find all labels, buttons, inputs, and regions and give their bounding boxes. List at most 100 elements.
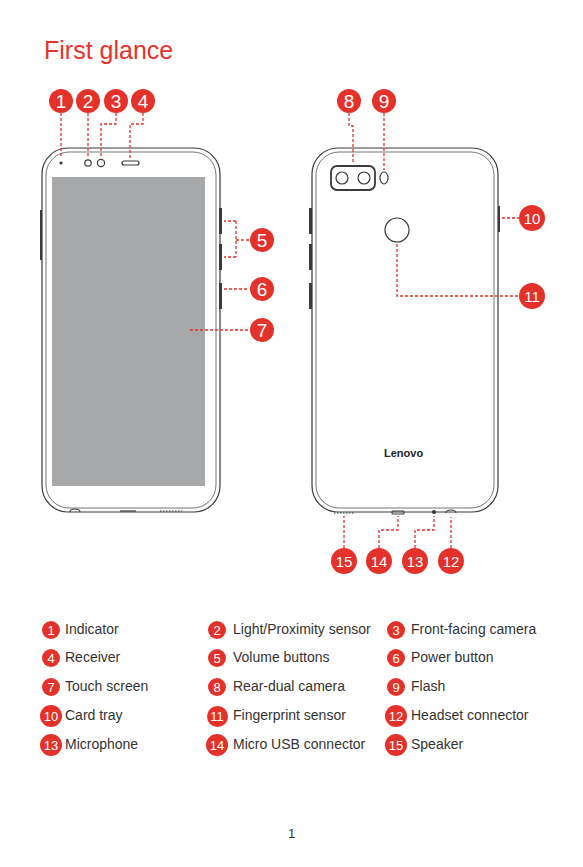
brand-logo: Lenovo <box>384 447 423 459</box>
callout-text: 9 <box>392 681 399 694</box>
callout-text: 2 <box>83 92 94 111</box>
part-name: Indicator <box>65 622 119 637</box>
callout-text: 14 <box>210 739 224 752</box>
callout-text: 15 <box>336 554 353 569</box>
callout-number: 2 <box>76 89 100 113</box>
callout-number: 6 <box>250 277 274 301</box>
callout-text: 8 <box>213 681 220 694</box>
callout-text: 1 <box>47 624 54 637</box>
leader-line <box>224 220 236 221</box>
callout-text: 5 <box>213 652 220 665</box>
callout-number: 11 <box>207 706 228 727</box>
callout-number: 13 <box>40 734 62 756</box>
callout-text: 6 <box>392 652 399 665</box>
leader-line <box>60 113 61 158</box>
part-name: Rear-dual camera <box>233 679 345 694</box>
callout-number: 8 <box>337 89 361 113</box>
callout-text: 13 <box>407 554 424 569</box>
callout-number: 3 <box>104 89 128 113</box>
callout-text: 11 <box>524 289 540 304</box>
callout-number: 4 <box>42 649 60 667</box>
callout-number: 14 <box>206 734 228 756</box>
part-name: Power button <box>411 650 494 665</box>
callout-number: 15 <box>331 548 357 574</box>
leader-line <box>379 516 398 548</box>
callout-number: 11 <box>519 283 545 309</box>
leader-line <box>224 256 236 257</box>
leader-line <box>236 239 249 240</box>
part-name: Light/Proximity sensor <box>233 622 371 637</box>
callout-text: 9 <box>379 92 390 111</box>
callout-text: 15 <box>389 739 403 752</box>
part-name: Headset connector <box>411 708 529 723</box>
part-name: Touch screen <box>65 679 148 694</box>
callout-number: 9 <box>372 89 396 113</box>
leader-line <box>87 113 88 157</box>
callout-number: 12 <box>385 705 407 727</box>
callout-text: 12 <box>443 554 460 569</box>
leader-line <box>450 517 451 548</box>
callout-number: 3 <box>387 621 405 639</box>
leader-line <box>343 516 344 548</box>
part-name: Microphone <box>65 737 138 752</box>
callout-number: 10 <box>519 205 545 231</box>
part-name: Front-facing camera <box>411 622 536 637</box>
callout-text: 10 <box>524 211 541 226</box>
part-name: Receiver <box>65 650 120 665</box>
leader-line <box>190 329 249 330</box>
callout-number: 9 <box>387 678 405 696</box>
callout-number: 2 <box>208 621 226 639</box>
part-name: Micro USB connector <box>233 737 365 752</box>
leader-line <box>349 113 353 164</box>
callout-number: 4 <box>131 89 155 113</box>
callout-text: 3 <box>392 624 399 637</box>
callout-text: 7 <box>47 681 54 694</box>
leader-line <box>383 113 384 170</box>
callout-text: 11 <box>210 710 224 723</box>
leader-line <box>415 516 434 548</box>
callout-text: 6 <box>257 280 268 299</box>
callout-text: 1 <box>56 92 67 111</box>
part-name: Fingerprint sensor <box>233 708 346 723</box>
page-title: First glance <box>44 36 173 65</box>
callout-number: 10 <box>40 705 62 727</box>
callout-text: 4 <box>138 92 149 111</box>
leader-lines <box>61 113 519 548</box>
callout-number: 1 <box>42 621 60 639</box>
callout-number: 1 <box>49 89 73 113</box>
callout-text: 12 <box>389 710 403 723</box>
callout-number: 12 <box>438 548 464 574</box>
callout-text: 5 <box>257 231 268 250</box>
callout-number: 8 <box>208 678 226 696</box>
back-phone <box>309 148 500 514</box>
callout-text: 3 <box>111 92 122 111</box>
callout-text: 10 <box>44 710 58 723</box>
callout-number: 14 <box>366 548 392 574</box>
part-name: Speaker <box>411 737 463 752</box>
callout-number: 7 <box>42 678 60 696</box>
leader-line <box>101 113 116 157</box>
leader-line <box>397 244 519 296</box>
part-name: Flash <box>411 679 445 694</box>
callout-text: 7 <box>257 321 268 340</box>
callout-text: 2 <box>213 624 220 637</box>
part-name: Volume buttons <box>233 650 330 665</box>
leader-line <box>502 217 519 218</box>
callout-number: 6 <box>387 649 405 667</box>
callout-text: 14 <box>371 554 388 569</box>
callout-number: 15 <box>385 734 407 756</box>
front-phone <box>40 148 222 512</box>
callout-number: 5 <box>250 228 274 252</box>
callout-number: 13 <box>402 548 428 574</box>
leader-line <box>235 221 236 257</box>
leader-line <box>224 288 249 289</box>
part-name: Card tray <box>65 708 123 723</box>
callout-number: 7 <box>250 318 274 342</box>
callout-text: 8 <box>344 92 355 111</box>
callout-number: 5 <box>208 649 226 667</box>
callout-text: 4 <box>47 652 54 665</box>
callout-text: 13 <box>44 739 58 752</box>
leader-line <box>130 113 143 158</box>
page-number: 1 <box>288 827 295 841</box>
